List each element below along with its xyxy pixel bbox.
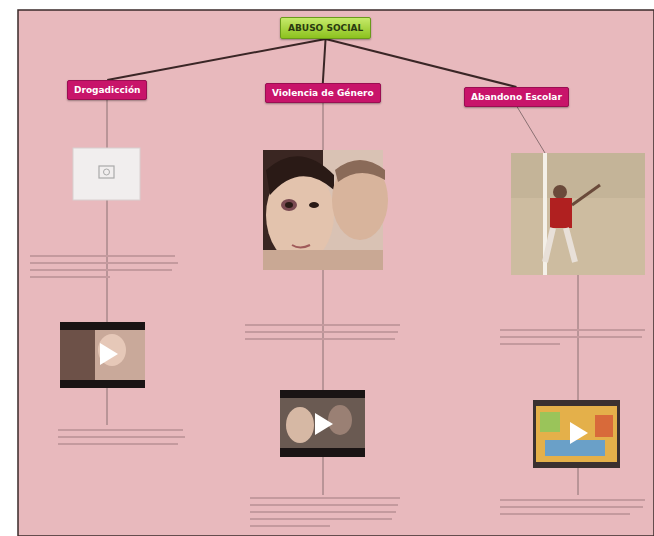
connector-line: [107, 39, 325, 80]
category-box: Abandono Escolar: [464, 87, 569, 107]
node-label: Abandono Escolar: [471, 92, 562, 102]
face-photo: [263, 150, 388, 270]
category-box: Drogadicción: [67, 80, 147, 100]
leader-lines: [107, 98, 578, 495]
video-thumbnail: [533, 400, 620, 468]
video-thumbnail: [280, 390, 365, 457]
image-placeholder: [73, 148, 140, 200]
node-label: Violencia de Género: [272, 88, 374, 98]
category-box: Violencia de Género: [265, 83, 381, 103]
node-label: Drogadicción: [74, 85, 140, 95]
node-label: ABUSO SOCIAL: [288, 23, 363, 33]
background-panel: [18, 10, 654, 536]
video-thumbnail: [60, 322, 145, 388]
illegible-text: [30, 256, 645, 526]
connector-line: [323, 39, 326, 83]
connector-line: [326, 39, 517, 87]
root-concept-box: ABUSO SOCIAL: [280, 17, 371, 39]
school-photo: [511, 153, 645, 275]
